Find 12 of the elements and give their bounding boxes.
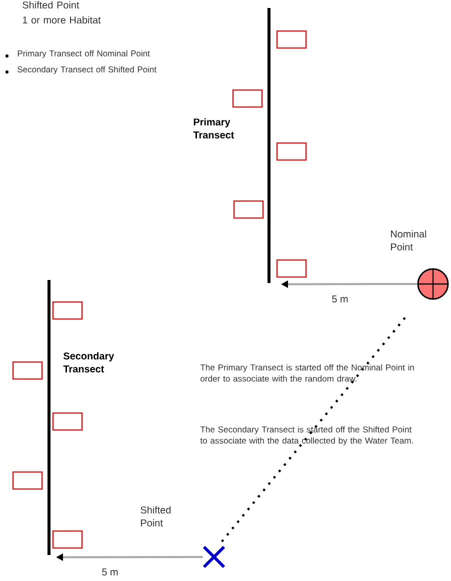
point-label: Nominal Point <box>391 230 426 250</box>
edge-label: 5 m <box>102 568 118 576</box>
note-text: The Secondary Transect is started off the Shifted Point to associate with the data collected by the Water Team. <box>200 426 413 446</box>
note-text: Shifted Point <box>22 1 80 9</box>
transect-label: Secondary Transect <box>63 352 114 372</box>
note-text: The Primary Transect is started off the Nominal Point in order to associate with the random draw. <box>200 364 414 382</box>
point-label: Shifted Point <box>140 506 171 526</box>
edge-label: 5 m <box>332 296 348 302</box>
note-text: Secondary Transect off Shifted Point <box>18 66 156 74</box>
transect-label: Primary Transect <box>193 118 234 138</box>
note-text: 1 or more Habitat <box>22 16 101 24</box>
note-text: Primary Transect off Nominal Point <box>18 50 150 58</box>
